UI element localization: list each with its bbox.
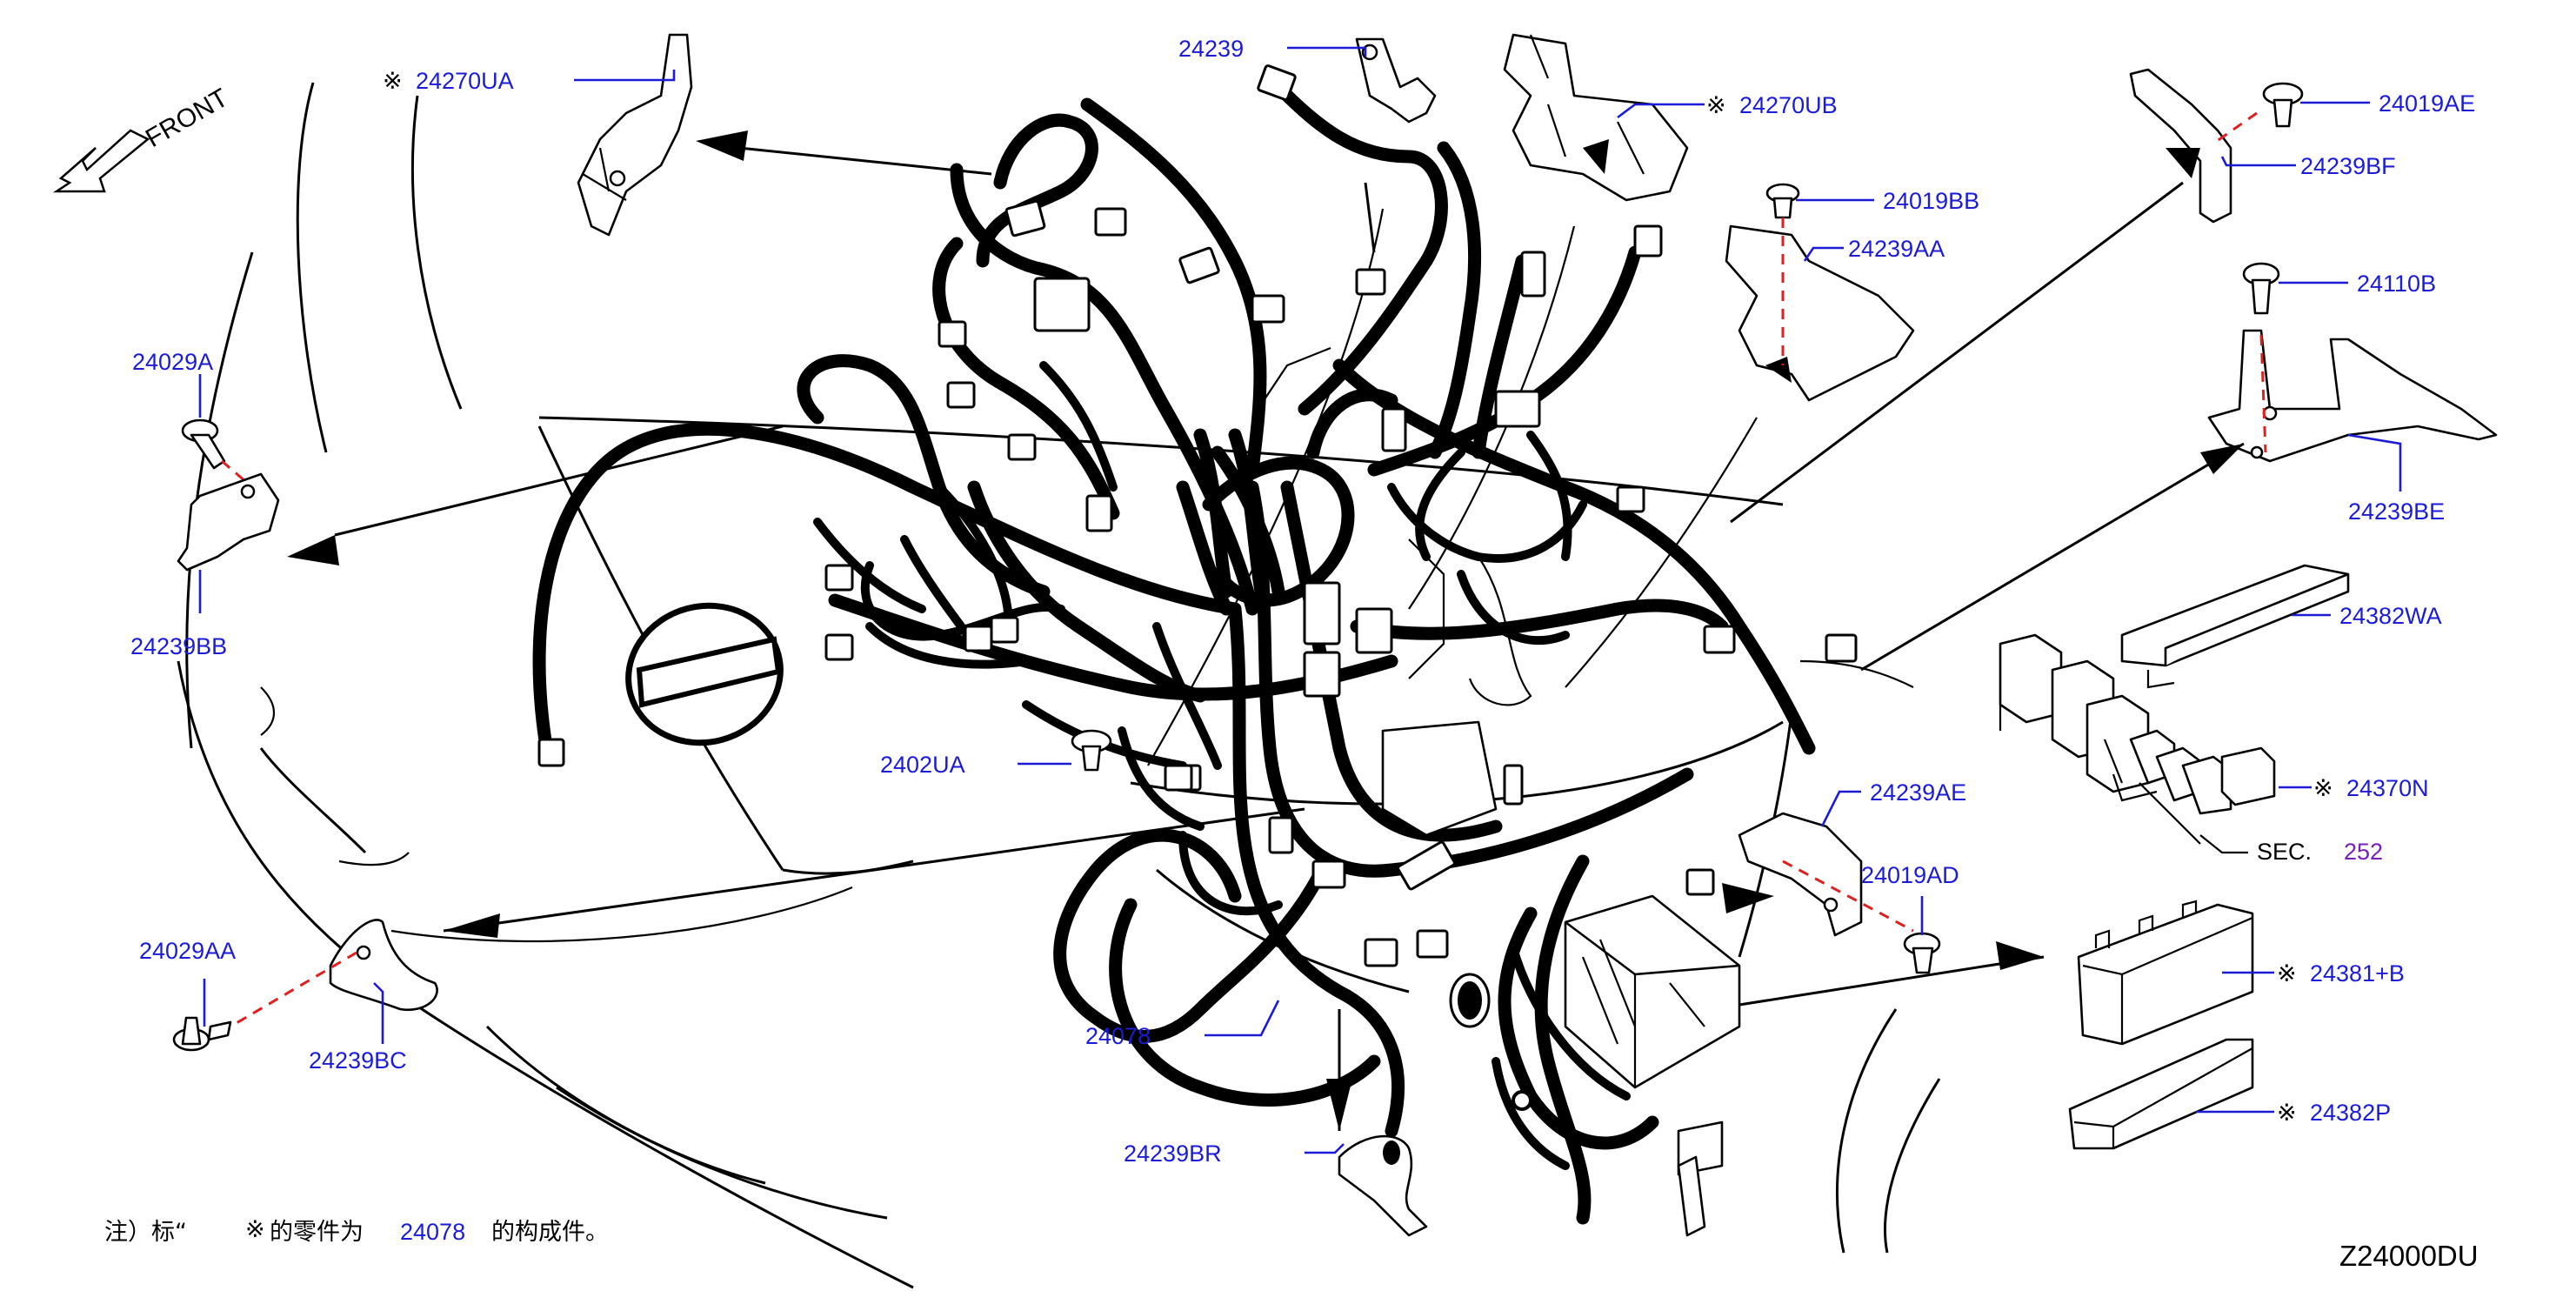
sec-reference-link[interactable]: 252 [2344,839,2383,865]
label-24239BB[interactable]: 24239BB [130,633,227,659]
label-24270UB[interactable]: 24270UB [1739,92,1838,118]
control-module-24382WA-drawing [2120,564,2350,689]
label-24239AA[interactable]: 24239AA [1848,236,1945,262]
label-24019AD[interactable]: 24019AD [1861,862,1959,888]
sec-reference-label: SEC. [2257,839,2312,865]
bolt-24019BB-drawing [1765,183,1800,219]
vehicle-body-outline [177,82,1941,1289]
bracket-24270UA-drawing [577,33,693,237]
main-wiring-harness[interactable] [532,64,1914,1225]
diagram-code: Z24000DU [2339,1240,2479,1272]
relay-block-drawing [1999,633,2232,845]
bracket-24239BC-drawing [329,919,438,1012]
label-24029A[interactable]: 24029A [132,349,213,375]
label-24239BE[interactable]: 24239BE [2348,498,2445,525]
fuse-block-24382P-drawing [2068,1038,2254,1150]
bracket-24239BF-drawing [2129,68,2232,224]
bolt-24029A-drawing [181,418,226,470]
bracket-24239AA-drawing [1725,224,1915,402]
label-24029AA[interactable]: 24029AA [139,938,236,964]
bracket-24270UB-drawing [1503,33,1689,202]
label-24239BC[interactable]: 24239BC [309,1047,407,1074]
label-24382P[interactable]: 24382P [2310,1100,2391,1126]
bolt-24019AD-drawing [1903,932,1941,974]
front-label: FRONT [141,84,233,153]
bracket-24239-drawing [1355,37,1437,124]
label-24382WA[interactable]: 24382WA [2339,603,2442,629]
front-arrow-icon [52,129,150,193]
label-24239AE[interactable]: 24239AE [1870,779,1966,806]
label-24370N[interactable]: 24370N [2346,775,2429,801]
leader-lines [198,46,2402,1154]
bolt-2402UA-drawing [1071,729,1112,772]
reference-mark-icon: ※ [2277,1100,2297,1126]
bolt-24019AE-drawing [2262,82,2304,128]
reference-mark-icon: ※ [1706,92,1726,118]
label-24270UA[interactable]: 24270UA [416,68,514,94]
footnote: 注）标“ ※ 的零件为 24078 的构成件。 [104,1216,609,1246]
bracket-24239BB-drawing [177,472,280,572]
bolt-24110B-drawing [2242,262,2280,315]
reference-mark-icon: ※ [2313,775,2333,801]
bolt-24029AA-drawing [172,1016,232,1052]
label-24381B[interactable]: 24381+B [2310,960,2405,987]
note-middle: 的零件为 [270,1219,364,1246]
label-24110B[interactable]: 24110B [2357,271,2436,297]
label-24239BF[interactable]: 24239BF [2300,153,2396,179]
label-24239[interactable]: 24239 [1178,36,1244,62]
label-24019BB[interactable]: 24019BB [1883,188,1979,214]
label-24078[interactable]: 24078 [1085,1023,1151,1049]
front-indicator: FRONT [52,84,233,193]
relay-24370N-drawing [2220,746,2276,806]
clip-24239BR-drawing [1338,1134,1428,1237]
label-24239BR[interactable]: 24239BR [1124,1140,1222,1167]
label-2402UA[interactable]: 2402UA [880,752,965,778]
part-labels: ※ 24270UA 24239 ※ 24270UB 24019AE 24239B… [130,36,2475,1167]
reference-mark-icon: ※ [383,68,403,94]
relay-box[interactable] [1564,894,1741,1237]
note-part-link[interactable]: 24078 [400,1219,465,1245]
label-24019AE[interactable]: 24019AE [2379,90,2475,117]
fuse-block-24381B-drawing [2077,900,2254,1046]
reference-mark-icon: ※ [2277,960,2297,987]
note-suffix: 的构成件。 [491,1219,609,1246]
reference-mark-icon: ※ [245,1216,265,1242]
emblem-icon [625,602,784,746]
note-prefix: 注）标“ [104,1219,187,1246]
bracket-24239BE-drawing [2207,329,2498,463]
bracket-24239AE-drawing [1722,812,1863,937]
pointer-arrows [287,130,2245,1131]
